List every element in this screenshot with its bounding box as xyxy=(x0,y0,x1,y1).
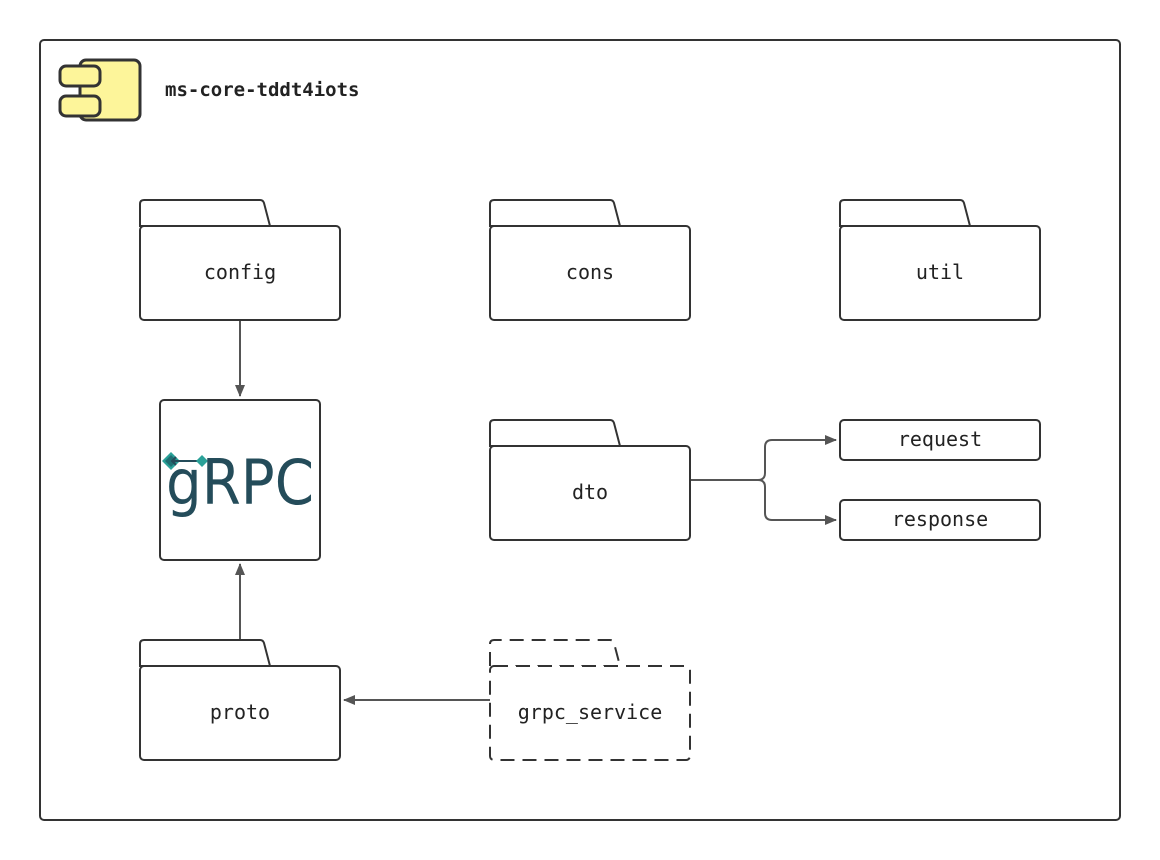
class-request[interactable]: request xyxy=(839,419,1041,461)
arrow-dto-to-response xyxy=(757,479,837,525)
package-config-label: config xyxy=(204,260,276,284)
component-title: ms-core-tddt4iots xyxy=(165,79,359,101)
package-proto[interactable]: proto xyxy=(139,639,341,761)
package-config[interactable]: config xyxy=(139,199,341,321)
package-cons-label: cons xyxy=(566,260,614,284)
component-icon xyxy=(58,58,142,122)
package-util-label: util xyxy=(916,260,964,284)
package-util[interactable]: util xyxy=(839,199,1041,321)
package-grpc-service[interactable]: grpc_service xyxy=(489,639,691,761)
connectors xyxy=(235,320,837,705)
grpc-box[interactable]: gRPC xyxy=(159,399,321,561)
package-dto[interactable]: dto xyxy=(489,419,691,541)
class-response-label: response xyxy=(892,507,988,531)
package-cons[interactable]: cons xyxy=(489,199,691,321)
class-request-label: request xyxy=(898,427,982,451)
grpc-logo-icon xyxy=(162,452,208,470)
package-proto-label: proto xyxy=(210,700,270,724)
package-grpc-service-label: grpc_service xyxy=(518,700,663,724)
package-dto-label: dto xyxy=(572,480,608,504)
grpc-logo-text: gRPC xyxy=(166,446,314,519)
class-response[interactable]: response xyxy=(839,499,1041,541)
